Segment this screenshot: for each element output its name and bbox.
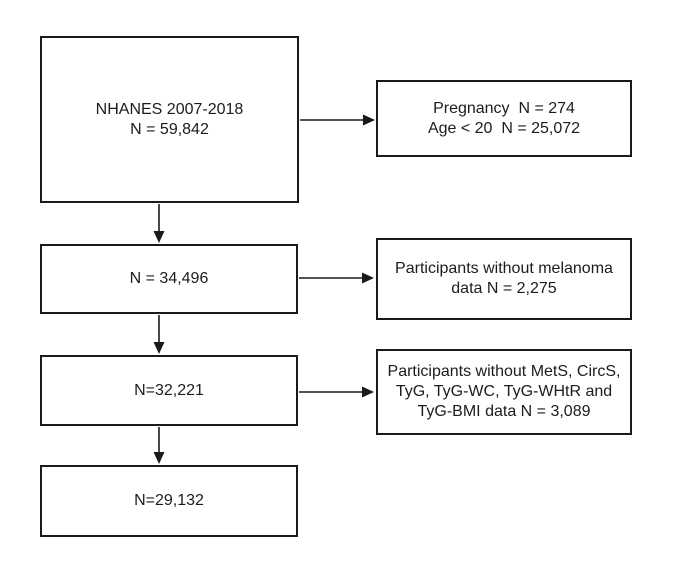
exclusion-box-label: Participants without melanoma data N = 2… bbox=[395, 260, 613, 297]
exclusion-box-label: Participants without MetS, CircS, TyG, T… bbox=[387, 363, 621, 420]
exclusion-box-label: Pregnancy N = 274 Age < 20 N = 25,072 bbox=[427, 99, 581, 137]
flow-box-final-sample: N=29,132 bbox=[40, 465, 298, 537]
flow-box-nhanes-source: NHANES 2007-2018 N = 59,842 bbox=[40, 36, 299, 203]
flow-box-label: N = 34,496 bbox=[129, 270, 209, 287]
arrow-nhanes-to-exclusion1 bbox=[300, 114, 375, 126]
flow-box-label: N=29,132 bbox=[134, 492, 204, 509]
arrow-step3-to-final bbox=[153, 427, 165, 464]
arrow-step3-to-exclusion3 bbox=[299, 386, 374, 398]
flow-box-label: NHANES 2007-2018 N = 59,842 bbox=[95, 100, 244, 138]
exclusion-box-index-data: Participants without MetS, CircS, TyG, T… bbox=[376, 349, 632, 435]
arrow-step2-to-exclusion2 bbox=[299, 272, 374, 284]
flow-box-label: N=32,221 bbox=[134, 381, 204, 399]
flow-box-after-pregnancy-age-exclusion: N = 34,496 bbox=[40, 244, 298, 314]
arrow-nhanes-to-step2 bbox=[153, 204, 165, 243]
flow-box-after-melanoma-exclusion: N=32,221 bbox=[40, 355, 298, 426]
exclusion-box-pregnancy-age: Pregnancy N = 274 Age < 20 N = 25,072 bbox=[376, 80, 632, 157]
exclusion-box-melanoma-data: Participants without melanoma data N = 2… bbox=[376, 238, 632, 320]
arrow-step2-to-step3 bbox=[153, 315, 165, 354]
